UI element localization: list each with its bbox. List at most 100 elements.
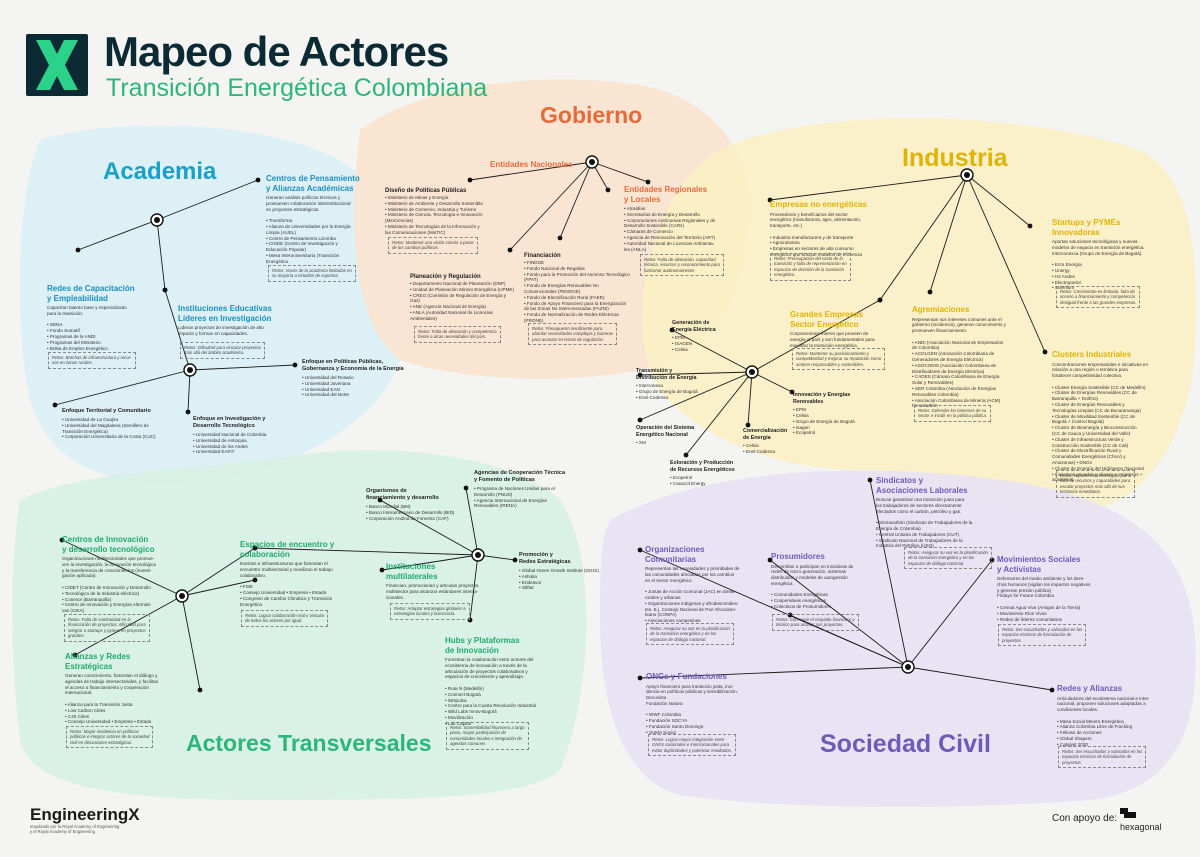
text-line: las Comunicaciones (MinTIC) [385, 229, 446, 235]
text-line: Proveedores y beneficiarios del sector [770, 211, 848, 217]
card-title: Centros de Innovación [62, 535, 149, 544]
card-title-2: multilaterales [386, 571, 438, 581]
connector-line [879, 174, 968, 301]
text-line: Amazonas) • DNGs [1052, 460, 1092, 466]
card-list: • Universidad de La Guajira• Universidad… [62, 417, 156, 440]
text-line: multisector para alcanzar estándares int… [386, 588, 479, 594]
text-line: actores responsables y sostenibles. [796, 361, 865, 367]
text-line: plazo, mayor participación de [450, 730, 506, 736]
text-line: Impulsado por la Royal Academy of Engine… [30, 824, 120, 829]
text-line: Fundación Natura [646, 700, 683, 706]
connector-line [164, 289, 191, 371]
text-line: Buscan garantizar una transición justa p… [876, 497, 965, 502]
gob-diseno-card: Diseño de Políticas Públicas • Ministeri… [385, 187, 483, 236]
text-line: Apoyo financiero para transición justa, … [646, 683, 734, 689]
ind-no-energeticas-card: Empresas no energéticas Proveedores y be… [770, 200, 867, 258]
text-line: • Industria manufacturera y de transport… [770, 234, 854, 240]
connector-line [559, 161, 593, 239]
hub-industria [964, 172, 970, 178]
x-mark-icon [36, 40, 78, 90]
text-line: • Ministerio de Ambiente y Desarrollo So… [385, 200, 483, 206]
text-line: Desarrollan o participan en iniciativas … [771, 563, 854, 569]
text-line: • Low Carbon Cities [65, 707, 106, 713]
civ-sindicatos-card: Sindicatos y Asociaciones Laborales Busc… [876, 476, 972, 549]
text-line: Industria del Petróleo (USO) [876, 543, 934, 549]
text-line: civil en discusiones estratégicas. [70, 739, 133, 745]
card-title: Enfoque en Políticas Públicas, [302, 359, 384, 365]
text-line: • Mesa Social Minero-Energética [1057, 718, 1124, 724]
text-line: • ANDI (Asociación Nacional de Empresari… [912, 339, 1004, 345]
text-line: • Centro de Innovación y Energías Altern… [62, 602, 152, 608]
text-line: Solar y Renovables) [912, 380, 954, 386]
card-list: Fomentan la colaboración entre actores d… [445, 657, 536, 727]
card-title: Organismos de [366, 488, 407, 494]
text-line: agendas comunes. [450, 741, 487, 747]
card-list: • Interconexa• Grupo de Energía de Bogot… [636, 383, 698, 400]
card-title: Entidades Regionales [624, 185, 708, 194]
text-line: Retos: Mantener una visión común a pesar [392, 240, 474, 245]
civil-region [600, 470, 1196, 807]
civ-ongs-card: ONGs y Fundaciones Apoyo financiero para… [646, 672, 738, 736]
text-line: relación a una región o temática para [1052, 367, 1128, 373]
node-dot [637, 675, 643, 681]
text-line: en el sector energético. [645, 577, 693, 583]
text-line: • Congreso de Cambio Climático y Transic… [240, 595, 333, 601]
card-list: • Global Green Growth Institute (GGGI)• … [519, 568, 599, 591]
text-line: rurales y urbanas [645, 594, 681, 600]
text-line: Gas) [410, 298, 420, 304]
text-line: • Enel-Codensa [636, 394, 668, 400]
text-line: Interconexca (Grupo de Energía de Bogotá… [1052, 250, 1142, 256]
connector-line [966, 174, 1046, 353]
text-line: Retos: Brechas de infraestructura y recu… [52, 355, 132, 360]
text-line: Energética [240, 601, 262, 607]
card-list: • EPM• Celsia• Grupo de Energía de Bogot… [793, 407, 855, 436]
text-line: • Celsia [793, 412, 809, 418]
node-dot [72, 652, 78, 658]
text-line: su mayoría a estudios de expertos. [272, 273, 339, 279]
text-line: financiación de proyectos, dificultad pa… [68, 622, 146, 628]
text-line: • Programas de la ANDI [47, 333, 96, 339]
text-line: • Asociación Colombiana de Minería (ACM) [912, 397, 1001, 403]
text-line: • Celsia [743, 443, 759, 449]
text-line: • Comunidades Energéticas [771, 592, 828, 598]
text-line: • ANLA (Autoridad Nacional de Licencias [410, 309, 493, 315]
text-line: Retos: Falta de alineación, capacidad [644, 257, 716, 262]
text-line: • Clúster de Energías Renovables (CC de [1052, 390, 1137, 396]
node-dot [379, 567, 385, 573]
node-dot [669, 327, 675, 333]
text-line: • Universidad de Antioquia [193, 437, 247, 443]
text-line: • Tecnológico de la Industria eléctrica) [62, 590, 140, 596]
civ-redes-reto: Retos: Ser escuchados y valorados en los… [1058, 746, 1147, 769]
text-line: • Autoridad Nacional de Licencias Ambien… [624, 240, 715, 246]
text-line: técnica, recursos y reconocimiento para [644, 262, 720, 268]
footer-partner: hexagonal [1120, 822, 1162, 832]
text-line: • Programa de Naciones Unidas para el [474, 486, 555, 491]
card-title: Grandes Empresas [790, 310, 863, 319]
text-line: • Cluster de Infraestructura Verde y [1052, 436, 1124, 442]
text-line: distribuidos y modelos de autogestión [771, 575, 848, 581]
civ-movimientos-reto: Retos: Ser escuchados y valorados en los… [998, 624, 1087, 647]
text-line: Comercialización [743, 428, 788, 434]
text-line: el acceso a financiamiento y cooperación [65, 684, 150, 690]
card-list: • Universidad Nacional de Colombia• Univ… [193, 432, 266, 455]
connector-line [181, 595, 201, 691]
sector-civil-title: Sociedad Civil [820, 730, 991, 758]
text-line: escalar proyectos más allá de sus [1060, 483, 1125, 489]
text-line: • Fundación SOCYA [646, 718, 688, 724]
card-title: Sindicatos y [876, 476, 924, 485]
aca-politicas-card: Enfoque en Políticas Públicas, Gobernanz… [302, 359, 404, 398]
text-line: colaborativo. [240, 572, 267, 578]
node-dot [637, 372, 643, 378]
text-line: Generadores de Energía Eléctrica) [912, 357, 983, 363]
text-line: impacto y forman en capacidades. [178, 330, 248, 336]
text-line: Aportan soluciones tecnológicas y nuevos [1052, 239, 1138, 244]
text-line: • Ministerio de Minas y Energía [385, 195, 449, 200]
text-line: • Agencia Internacional de Energías [474, 497, 547, 503]
card-title: Clusters Industriales [1052, 350, 1132, 359]
text-line: Organizaciones multisectoriales que prom… [62, 556, 155, 561]
